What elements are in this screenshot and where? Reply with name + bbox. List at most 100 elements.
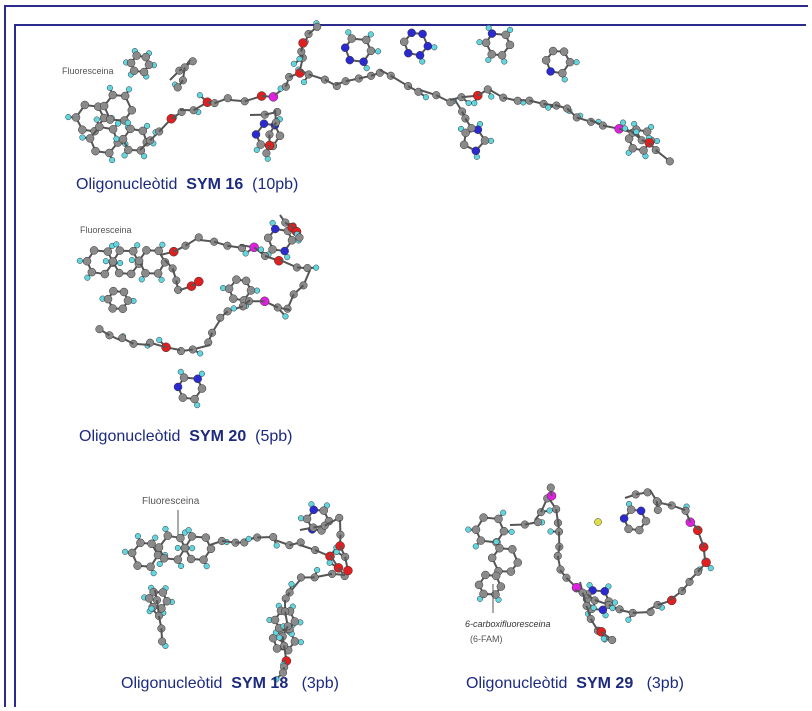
atom (126, 124, 135, 134)
atom (633, 128, 640, 135)
atom (508, 528, 515, 535)
atom (415, 51, 425, 60)
atom (105, 115, 115, 124)
atom (347, 34, 357, 43)
atom (545, 104, 552, 111)
atom (423, 41, 433, 51)
atom (120, 91, 130, 101)
atom (625, 616, 632, 623)
atom (345, 55, 355, 65)
atom (590, 604, 597, 611)
atom (229, 294, 238, 303)
atom (152, 534, 159, 541)
atom (174, 544, 181, 552)
atom (546, 483, 555, 492)
atom (622, 125, 629, 132)
atom (108, 125, 118, 134)
atom (138, 126, 148, 136)
atom (259, 119, 269, 128)
molecule-sym16-structure (65, 20, 674, 166)
atom (272, 118, 281, 127)
caption-prefix: Oligonucleòtid (121, 675, 223, 692)
atom (153, 269, 163, 278)
caption-prefix: Oligonucleòtid (76, 176, 178, 193)
atom (273, 542, 280, 549)
atom (642, 127, 652, 136)
atom (296, 55, 303, 63)
atom (84, 274, 91, 281)
atom (91, 146, 100, 156)
atom (138, 276, 145, 283)
atom (626, 505, 636, 514)
atom (363, 65, 370, 72)
atom (635, 525, 644, 535)
atom (189, 545, 196, 552)
atom (197, 384, 207, 393)
atom (245, 535, 252, 542)
atom (256, 140, 266, 149)
atom (495, 543, 504, 553)
atom (505, 40, 515, 50)
atom (142, 246, 151, 255)
atom (65, 114, 72, 121)
atom (507, 26, 514, 33)
atom (558, 68, 567, 78)
atom (343, 565, 353, 576)
atom (160, 258, 170, 267)
atom (565, 57, 575, 67)
atom (232, 275, 241, 284)
atom (624, 134, 634, 143)
atom (314, 566, 321, 574)
caption-suffix: (3pb) (646, 675, 684, 692)
atom (615, 605, 624, 614)
atom (541, 56, 551, 65)
fam-label-sym29: 6-carboxifluoresceina (465, 619, 551, 629)
atom (298, 38, 308, 48)
atom (89, 246, 99, 255)
atom (113, 241, 120, 248)
atom (361, 35, 371, 45)
atom (465, 99, 472, 107)
atom (173, 382, 183, 392)
atom (600, 635, 607, 642)
atom (499, 526, 509, 536)
atom (483, 85, 492, 94)
atom (150, 570, 157, 577)
atom (134, 256, 144, 266)
atom (487, 29, 497, 38)
atom (488, 93, 495, 100)
atom (133, 561, 142, 570)
atom (506, 567, 516, 576)
atom (295, 233, 304, 242)
atom (85, 134, 95, 143)
atom (481, 570, 490, 580)
atom (263, 233, 273, 243)
atom (144, 122, 151, 129)
atom (636, 506, 646, 516)
atom (194, 276, 204, 287)
atom (693, 525, 703, 536)
atom (163, 531, 173, 540)
atom (223, 94, 232, 103)
atom (128, 257, 135, 264)
atom (109, 286, 118, 296)
atom (82, 256, 92, 266)
caption-prefix: Oligonucleòtid (466, 675, 568, 692)
inner-frame (14, 24, 806, 707)
caption-suffix: (10pb) (252, 176, 299, 193)
fluorescein-label-sym20: Fluoresceina (80, 225, 132, 235)
atom (105, 148, 114, 158)
fam-abbrev-label-sym29: (6-FAM) (470, 634, 503, 644)
atom (313, 22, 322, 31)
atom (106, 84, 113, 91)
atom (179, 373, 189, 382)
atom (431, 44, 438, 51)
atom (479, 589, 488, 599)
atom (113, 135, 120, 142)
caption-sym29: Oligonucleòtid SYM 29 (3pb) (466, 675, 684, 693)
atom (485, 24, 492, 31)
atom (501, 30, 511, 40)
atom (159, 241, 166, 248)
caption-name: SYM 20 (189, 428, 247, 445)
